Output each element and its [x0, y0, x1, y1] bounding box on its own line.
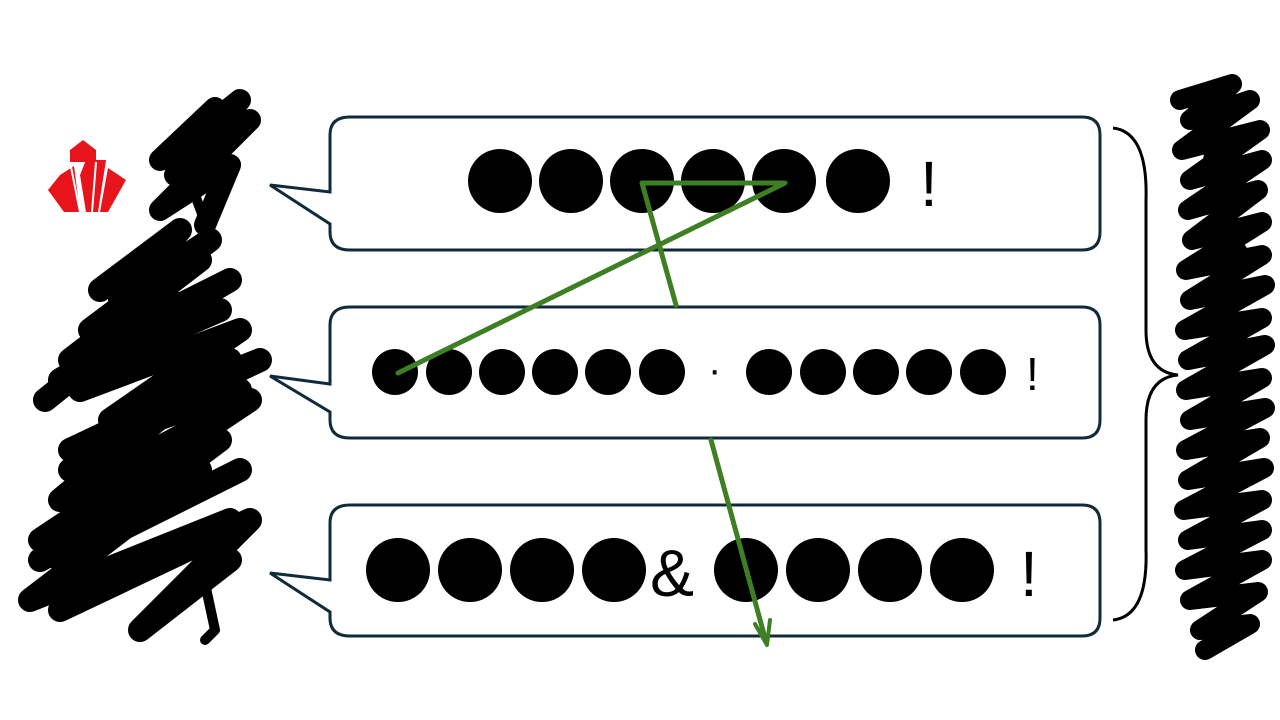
- speech-bubble-1: !: [269, 115, 1102, 252]
- bubble-3-ampersand: &: [650, 536, 694, 610]
- speech-bubble-3: & !: [269, 503, 1102, 638]
- masked-text-dots: [372, 349, 1006, 395]
- speech-bubble-2: · !: [269, 305, 1102, 440]
- right-vertical-scribble-redaction: [1170, 74, 1275, 660]
- bubble-3-exclamation: !: [1020, 538, 1038, 610]
- green-zigzag-arrow-icon: [395, 180, 788, 647]
- left-scribble-redaction: [18, 89, 272, 645]
- bubble-1-exclamation: !: [920, 148, 938, 220]
- bubble-2-exclamation: !: [1026, 348, 1039, 400]
- red-crystal-crown-icon: [48, 140, 126, 213]
- bubble-2-middle-dot: ·: [708, 348, 721, 392]
- right-curly-brace-icon: [1112, 126, 1179, 622]
- masked-text-dots: [366, 538, 994, 602]
